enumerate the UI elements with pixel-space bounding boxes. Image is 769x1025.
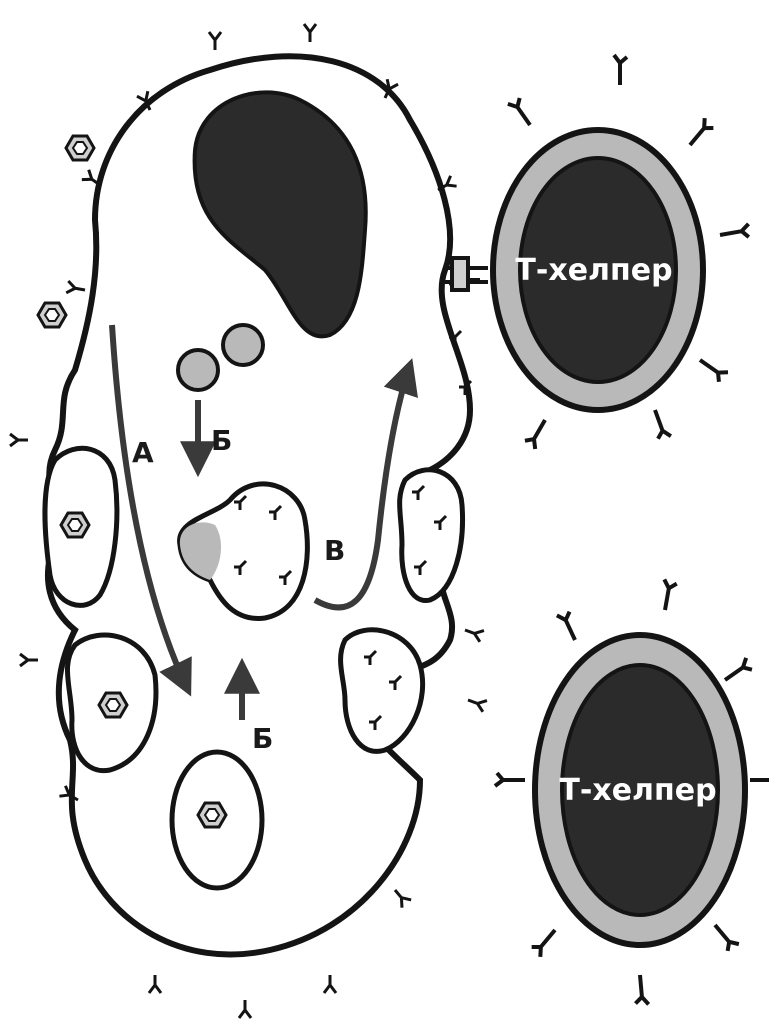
t-helper-top-label: Т-хелпер bbox=[515, 253, 672, 288]
label-path-b-top: Б bbox=[211, 424, 232, 457]
mhc-tcr-contact bbox=[445, 258, 488, 290]
label-path-b-bottom: Б bbox=[252, 722, 273, 755]
antigen-icon bbox=[61, 513, 89, 537]
label-path-v: В bbox=[324, 534, 345, 567]
vesicle-right-lower bbox=[341, 630, 423, 752]
antigen-icon bbox=[99, 693, 127, 717]
t-helper-cell-top: Т-хелпер bbox=[450, 55, 751, 449]
antigen-icon bbox=[198, 803, 226, 827]
label-path-a: А bbox=[132, 436, 154, 469]
vesicle-right-middle bbox=[400, 470, 463, 601]
antigen-icon bbox=[66, 136, 94, 160]
granule bbox=[178, 350, 218, 390]
t-helper-cell-bottom: Т-хелпер bbox=[495, 579, 769, 1005]
t-helper-bottom-label: Т-хелпер bbox=[559, 773, 716, 808]
granule bbox=[223, 325, 263, 365]
antigen-icon bbox=[38, 303, 66, 327]
